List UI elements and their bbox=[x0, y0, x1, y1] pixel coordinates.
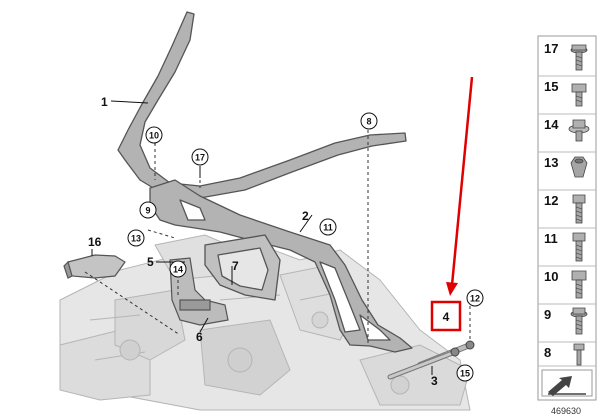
hex-bolt-long-icon bbox=[572, 232, 586, 262]
callout-9: 9 bbox=[139, 201, 157, 219]
panel-number-9: 9 bbox=[544, 307, 551, 322]
callout-8: 8 bbox=[360, 112, 378, 130]
panel-number-11: 11 bbox=[544, 231, 558, 246]
label-7: 7 bbox=[232, 259, 239, 273]
parts-panel: 17 15 14 13 12 bbox=[537, 35, 597, 401]
label-2: 2 bbox=[302, 209, 309, 223]
arrow-symbol-icon bbox=[541, 369, 593, 397]
panel-number-12: 12 bbox=[544, 193, 558, 208]
svg-text:17: 17 bbox=[195, 153, 205, 163]
callout-17: 17 bbox=[191, 148, 209, 166]
dashed-guides bbox=[84, 130, 471, 345]
panel-number-15: 15 bbox=[544, 79, 558, 94]
strut-brace bbox=[117, 11, 413, 353]
label-16: 16 bbox=[88, 235, 102, 249]
svg-text:13: 13 bbox=[131, 234, 141, 244]
part-16-bracket bbox=[63, 254, 126, 279]
document-id: 469630 bbox=[551, 406, 581, 416]
svg-text:4: 4 bbox=[443, 310, 450, 324]
hex-bolt-medium-icon bbox=[571, 270, 587, 299]
panel-number-14: 14 bbox=[544, 117, 559, 132]
label-3: 3 bbox=[431, 374, 438, 388]
svg-text:8: 8 bbox=[366, 117, 371, 127]
hex-nut-icon bbox=[570, 156, 588, 178]
highlight-box-part-4: 4 bbox=[430, 300, 462, 332]
panel-number-10: 10 bbox=[544, 269, 558, 284]
svg-text:12: 12 bbox=[470, 294, 480, 304]
label-1: 1 bbox=[101, 95, 108, 109]
callout-10: 10 bbox=[145, 126, 163, 144]
callout-12: 12 bbox=[466, 289, 484, 307]
hex-bolt-long-icon bbox=[572, 194, 586, 224]
panel-number-17: 17 bbox=[544, 41, 558, 56]
callout-14: 14 bbox=[169, 260, 187, 278]
screw-long-icon bbox=[573, 343, 585, 366]
highlight-arrow bbox=[446, 76, 474, 296]
washer-bolt-icon bbox=[568, 119, 590, 142]
callout-11: 11 bbox=[319, 218, 337, 236]
panel-number-13: 13 bbox=[544, 155, 558, 170]
flange-bolt-large-icon bbox=[570, 44, 588, 71]
svg-text:14: 14 bbox=[173, 265, 183, 275]
hex-bolt-short-icon bbox=[571, 83, 587, 107]
side-bracket bbox=[169, 257, 229, 326]
flange-bolt-icon bbox=[570, 307, 588, 335]
callout-15: 15 bbox=[456, 364, 474, 382]
label-6: 6 bbox=[196, 330, 203, 344]
svg-text:10: 10 bbox=[149, 131, 159, 141]
svg-text:11: 11 bbox=[323, 223, 333, 233]
leader-lines bbox=[91, 100, 433, 375]
svg-text:15: 15 bbox=[460, 369, 470, 379]
callout-13: 13 bbox=[127, 229, 145, 247]
label-5: 5 bbox=[147, 255, 154, 269]
strut-rods bbox=[387, 340, 475, 380]
panel-number-8: 8 bbox=[544, 345, 551, 360]
svg-text:9: 9 bbox=[145, 206, 150, 216]
